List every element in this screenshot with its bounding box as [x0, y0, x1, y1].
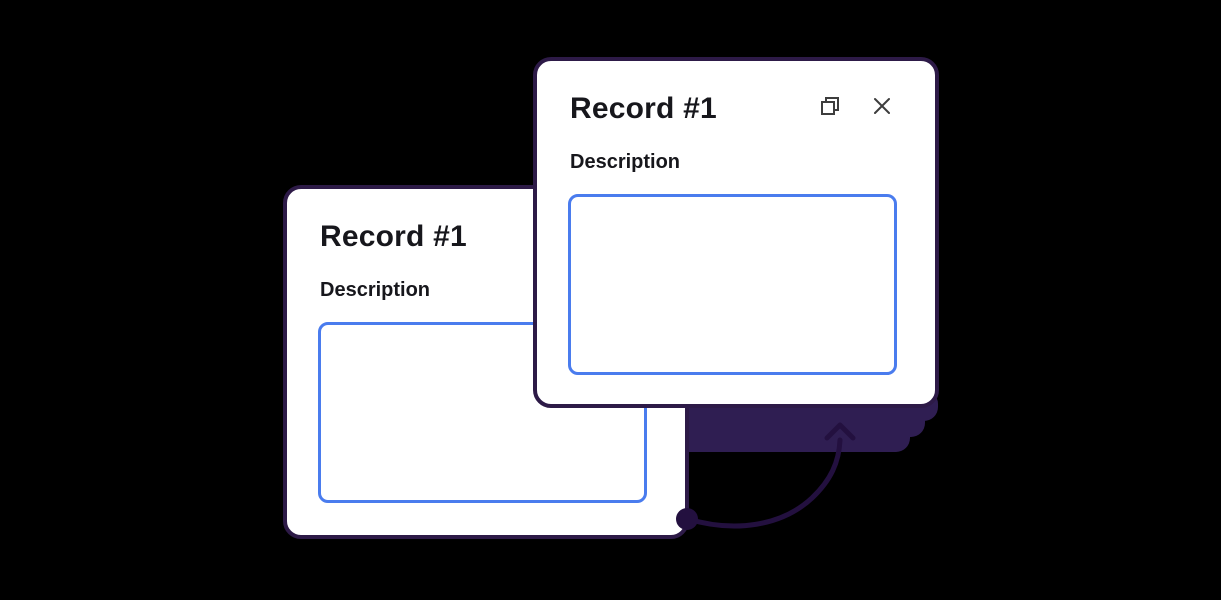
close-button[interactable] [869, 93, 895, 119]
description-input[interactable] [568, 194, 897, 375]
card-title: Record #1 [570, 92, 717, 125]
record-card-back: Record #1 Description [283, 185, 689, 539]
description-label: Description [320, 279, 431, 301]
close-icon [870, 94, 894, 118]
record-card-front: Record #1 Description [533, 57, 939, 408]
window-controls [817, 93, 895, 119]
restore-icon [818, 94, 842, 118]
card-title: Record #1 [320, 220, 467, 253]
description-label: Description [570, 151, 681, 173]
restore-window-button[interactable] [817, 93, 843, 119]
